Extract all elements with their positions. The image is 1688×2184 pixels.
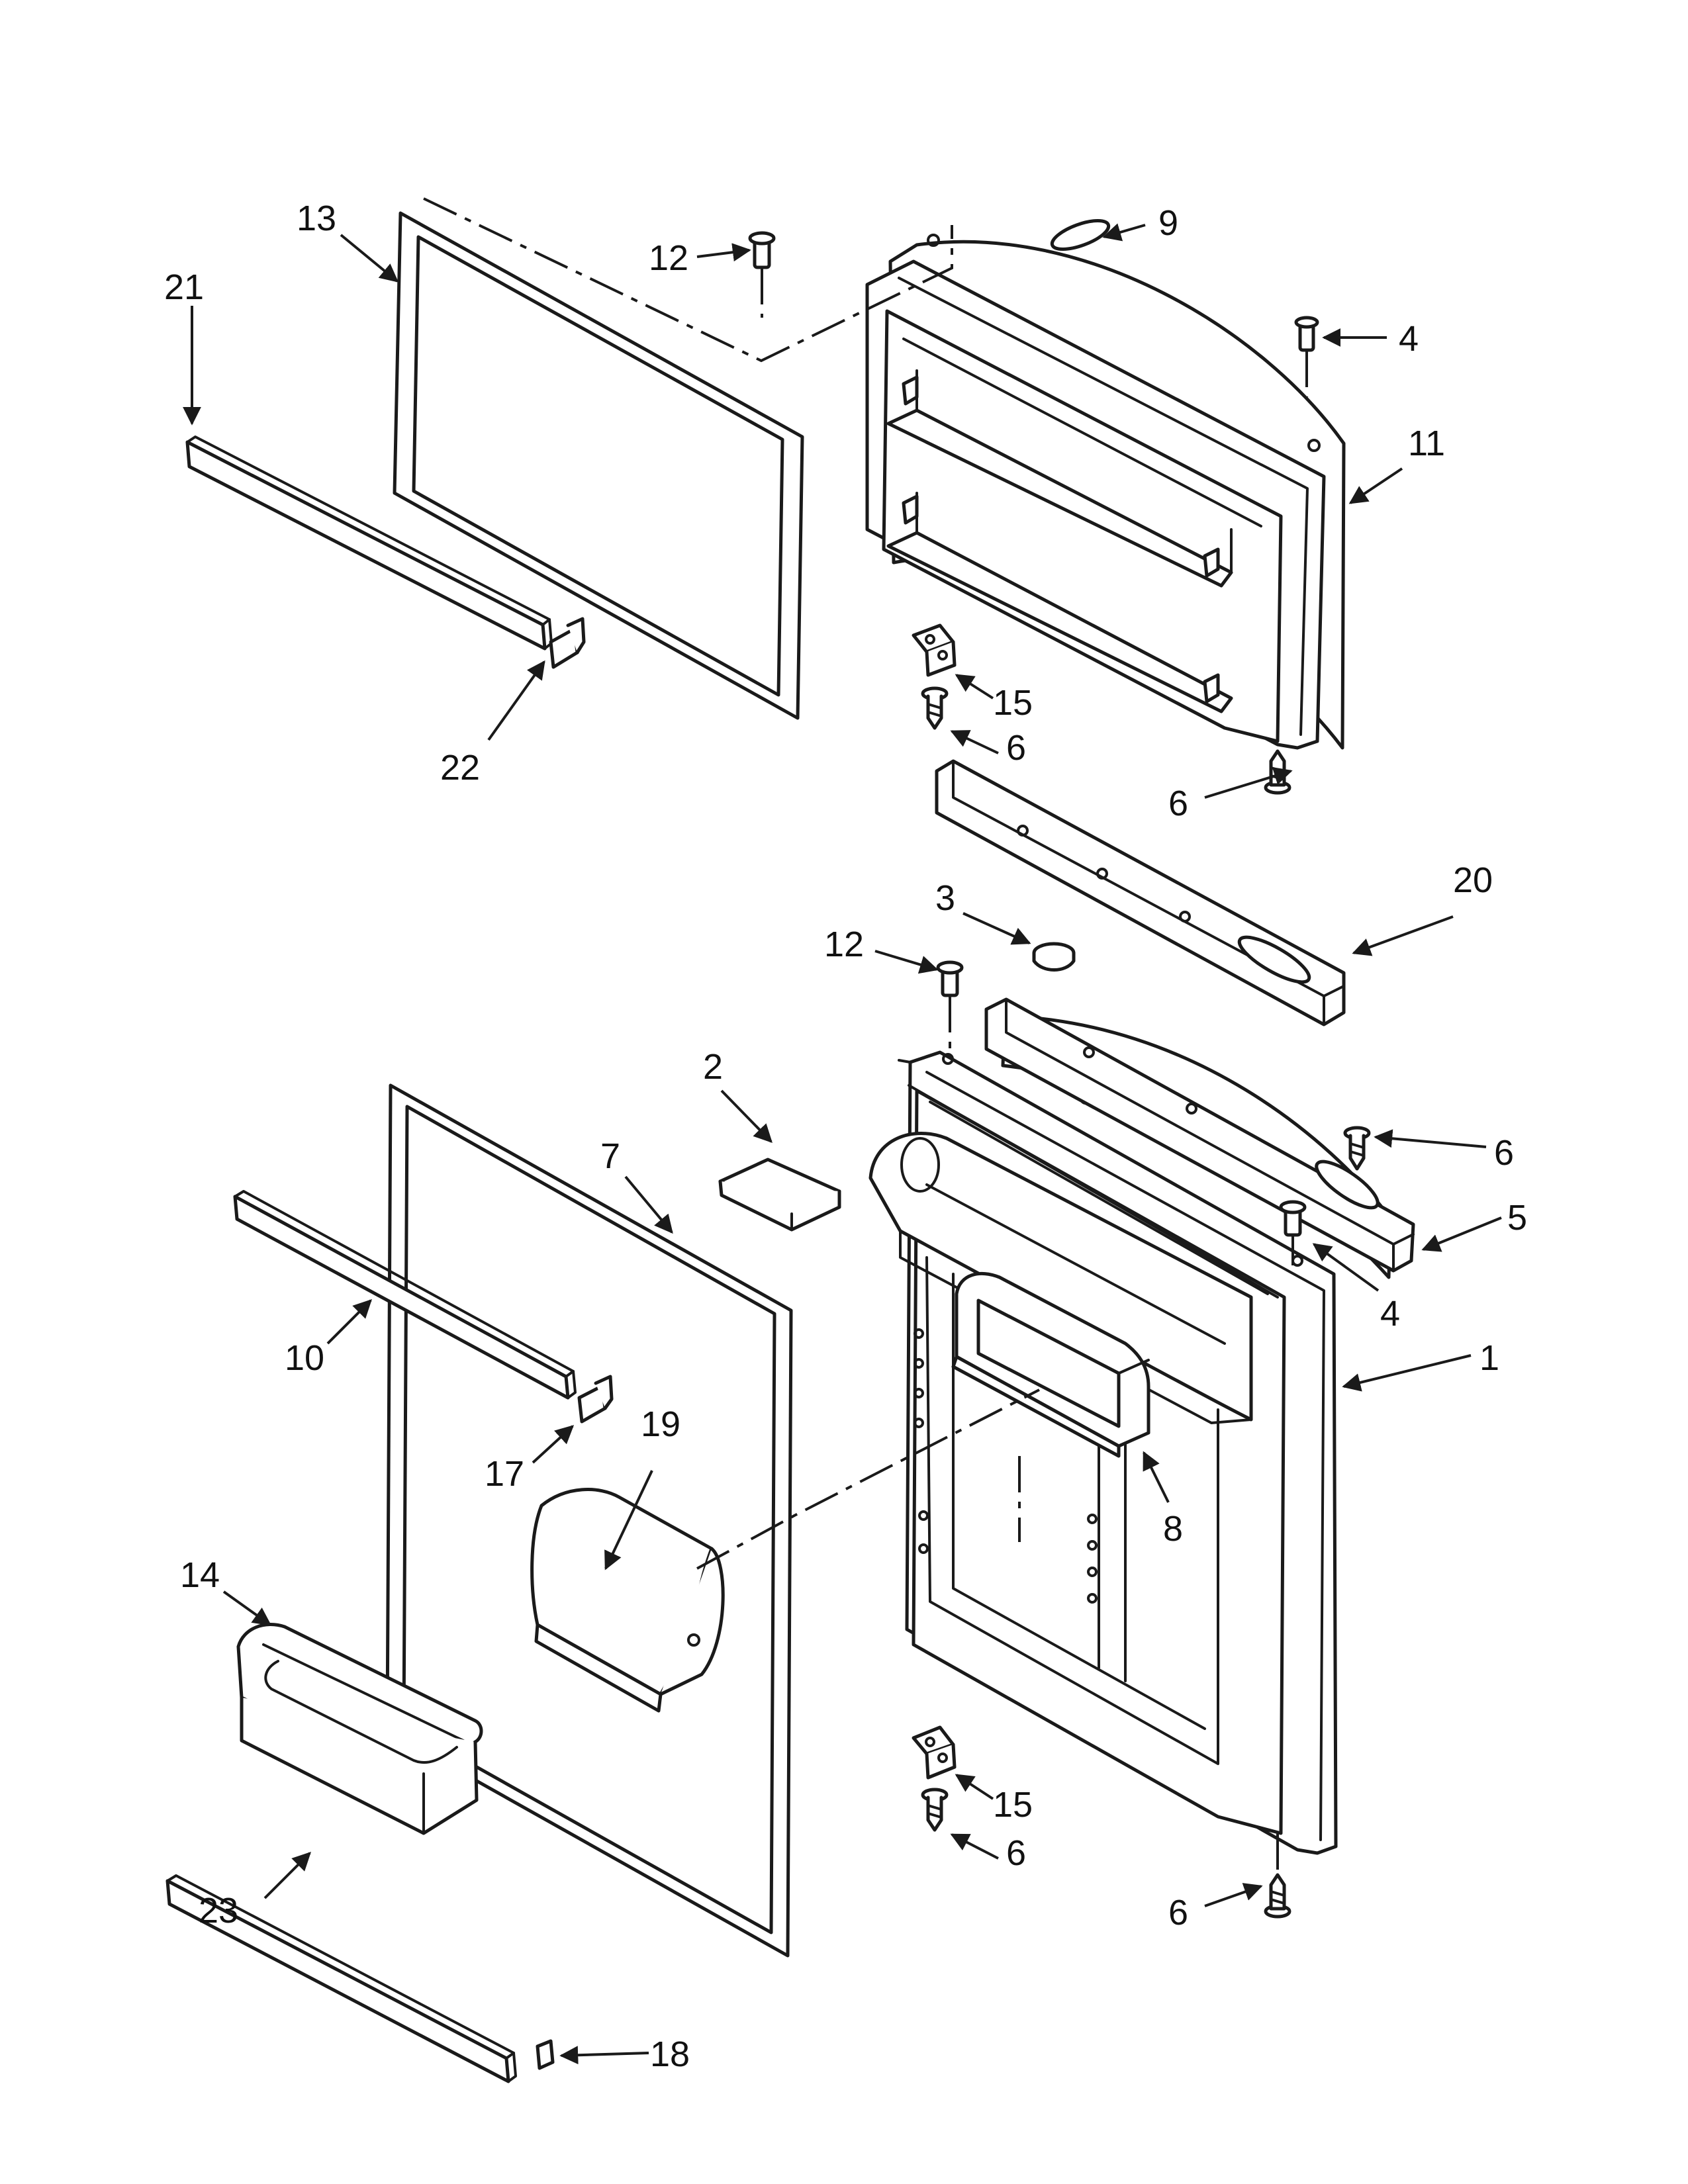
- door-stop-pin-lower: [1279, 1200, 1307, 1237]
- callout-20: 20: [1453, 860, 1493, 900]
- fresh-food-door-handle: [984, 997, 1415, 1273]
- callout-15-upper: 15: [993, 683, 1033, 723]
- callout-6-lower-right: 6: [1168, 1893, 1188, 1933]
- callout-21: 21: [164, 267, 204, 307]
- hinge-pin-lower: [936, 960, 964, 997]
- callout-22: 22: [440, 748, 480, 788]
- hinge-pin-upper: [748, 231, 776, 269]
- hinge-bracket-upper: [912, 623, 957, 677]
- fresh-food-shelf-trim: [233, 1190, 577, 1400]
- dairy-compartment-cover: [530, 1488, 725, 1713]
- callout-6-lower-left: 6: [1006, 1833, 1026, 1873]
- callout-13: 13: [297, 199, 336, 238]
- bottom-shelf-trim: [165, 1874, 517, 2083]
- callout-2: 2: [703, 1047, 723, 1087]
- callout-11: 11: [1408, 424, 1445, 463]
- callout-9: 9: [1158, 203, 1178, 243]
- dispenser-housing: [951, 1271, 1150, 1458]
- callout-23: 23: [199, 1891, 238, 1931]
- hole-plug: [1032, 942, 1076, 972]
- callout-12-lower: 12: [824, 925, 864, 964]
- callout-6-upper-right: 6: [1168, 784, 1188, 823]
- callout-17: 17: [485, 1454, 524, 1494]
- callout-10: 10: [285, 1338, 324, 1378]
- callout-15-lower: 15: [993, 1785, 1033, 1825]
- callout-4-upper: 4: [1399, 319, 1419, 359]
- freezer-door-gasket: [393, 211, 804, 720]
- callout-1: 1: [1479, 1338, 1499, 1378]
- screw-handle: [1343, 1126, 1371, 1171]
- shelf-trim-end-cap: [577, 1375, 614, 1424]
- screw-lower-right: [1264, 1873, 1291, 1919]
- screw-lower-left: [921, 1788, 949, 1832]
- small-tray: [718, 1158, 841, 1232]
- callout-14: 14: [180, 1555, 220, 1595]
- freezer-door: [865, 234, 1346, 750]
- callout-labels: 1 2 3 4 4 5 6 6 6 6 6 7 8 9 10 11 12 12 …: [164, 199, 1527, 2074]
- callout-5: 5: [1507, 1198, 1527, 1238]
- leader-arrows: [183, 223, 1502, 2065]
- callout-4-lower: 4: [1380, 1294, 1400, 1334]
- hinge-bracket-lower: [912, 1725, 957, 1780]
- callout-3: 3: [935, 878, 955, 918]
- fresh-food-door: [868, 1014, 1392, 1855]
- callout-12-upper: 12: [649, 238, 688, 278]
- trim-end-cap: [549, 617, 586, 669]
- door-stop-pin-upper: [1294, 316, 1319, 352]
- door-bin: [236, 1623, 483, 1835]
- screw-upper-left: [921, 686, 949, 730]
- bottom-trim-end-cap: [536, 2039, 555, 2070]
- callout-6-handle: 6: [1494, 1133, 1514, 1173]
- callout-19: 19: [641, 1404, 680, 1444]
- callout-8: 8: [1163, 1509, 1183, 1549]
- freezer-shelf-trim: [185, 435, 553, 651]
- freezer-door-handle: [935, 759, 1346, 1026]
- callout-7: 7: [600, 1136, 620, 1176]
- assembly-lines: [423, 197, 1308, 1873]
- callout-18: 18: [650, 2034, 690, 2074]
- callout-6-upper-left: 6: [1006, 728, 1026, 768]
- hinge-gasket-ring: [1050, 218, 1111, 251]
